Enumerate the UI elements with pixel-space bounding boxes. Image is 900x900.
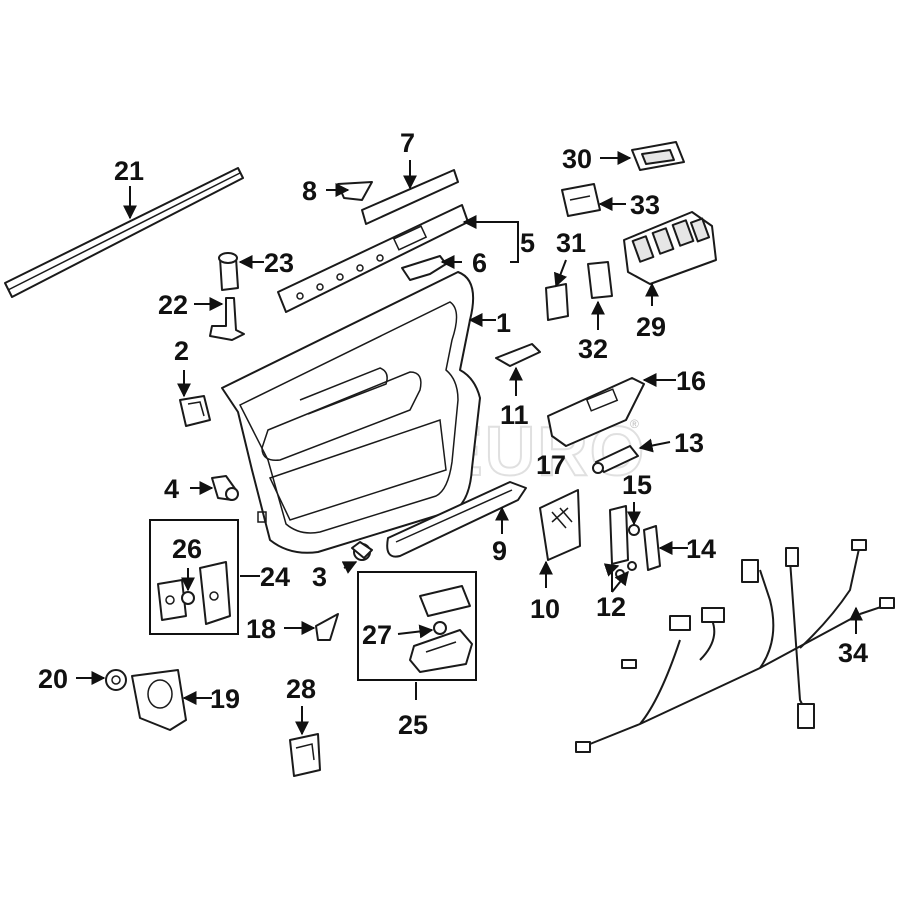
part-7-trim-strip[interactable] — [361, 169, 459, 225]
part-16-armrest-switch-panel[interactable] — [547, 377, 645, 447]
part-15-latch[interactable] — [628, 524, 640, 536]
callout-box-24 — [149, 519, 239, 635]
callout-7[interactable]: 7 — [400, 128, 415, 158]
part-10-speaker-grille[interactable] — [539, 489, 581, 561]
callout-8[interactable]: 8 — [302, 176, 317, 206]
part-24-door-handle-assembly[interactable] — [157, 561, 231, 625]
part-18-cover[interactable] — [315, 613, 339, 641]
callout-1[interactable]: 1 — [496, 308, 511, 338]
part-9-armrest-strip[interactable] — [386, 481, 527, 558]
part-1-door-panel[interactable] — [221, 271, 481, 554]
part-3-screw[interactable] — [351, 541, 373, 561]
callout-34[interactable]: 34 — [838, 638, 868, 668]
callout-14[interactable]: 14 — [686, 534, 716, 564]
part-21-window-seal[interactable] — [4, 167, 244, 298]
leader-lines — [76, 151, 863, 736]
callout-32[interactable]: 32 — [578, 334, 608, 364]
callout-28[interactable]: 28 — [286, 674, 316, 704]
part-20-grommet[interactable] — [105, 669, 127, 691]
callout-29[interactable]: 29 — [636, 312, 666, 342]
callout-18[interactable]: 18 — [246, 614, 276, 644]
callout-25[interactable]: 25 — [398, 710, 428, 740]
callout-31[interactable]: 31 — [556, 228, 586, 258]
part-29-window-switch-panel[interactable] — [623, 211, 717, 285]
callout-23[interactable]: 23 — [264, 248, 294, 278]
part-25-switch-housing[interactable] — [409, 585, 473, 673]
callout-24[interactable]: 24 — [260, 562, 290, 592]
part-4-clip[interactable] — [211, 475, 239, 501]
part-30-switch[interactable] — [631, 141, 685, 171]
part-28-switch[interactable] — [289, 733, 321, 777]
callout-12[interactable]: 12 — [596, 592, 626, 622]
callout-13[interactable]: 13 — [674, 428, 704, 458]
callout-16[interactable]: 16 — [676, 366, 706, 396]
callout-11[interactable]: 11 — [500, 400, 529, 430]
part-11-switch-bezel[interactable] — [495, 343, 541, 367]
part-14-trim-strip[interactable] — [643, 525, 661, 571]
part-27-clip[interactable] — [433, 621, 447, 635]
part-26-screw[interactable] — [181, 591, 195, 605]
watermark-registered-mark: ® — [630, 417, 639, 431]
callout-17[interactable]: 17 — [536, 450, 566, 480]
callout-9[interactable]: 9 — [492, 536, 507, 566]
part-31-switch[interactable] — [545, 283, 569, 321]
part-22-bracket[interactable] — [209, 297, 245, 341]
callout-20[interactable]: 20 — [38, 664, 68, 694]
callout-10[interactable]: 10 — [530, 594, 560, 624]
part-23-clip[interactable] — [218, 252, 239, 291]
callout-27[interactable]: 27 — [362, 620, 392, 650]
callout-33[interactable]: 33 — [630, 190, 660, 220]
part-33-switch[interactable] — [561, 183, 601, 217]
callout-2[interactable]: 2 — [174, 336, 189, 366]
part-32-switch[interactable] — [587, 261, 613, 299]
callout-box-25 — [357, 571, 477, 681]
callout-19[interactable]: 19 — [210, 684, 240, 714]
callout-labels: 1 2 3 4 5 6 7 8 9 10 11 12 13 14 15 16 1… — [38, 128, 868, 740]
callout-15[interactable]: 15 — [622, 470, 652, 500]
callout-3[interactable]: 3 — [312, 562, 327, 592]
callout-5[interactable]: 5 — [520, 228, 535, 258]
part-6-handle-bracket[interactable] — [401, 255, 447, 281]
callout-22[interactable]: 22 — [158, 290, 188, 320]
part-17-end-cap[interactable] — [592, 462, 604, 474]
part-19-mirror-cover[interactable] — [131, 669, 187, 731]
callout-4[interactable]: 4 — [164, 474, 179, 504]
part-34-wiring-harness[interactable] — [575, 539, 895, 753]
callout-6[interactable]: 6 — [472, 248, 487, 278]
part-2-clip[interactable] — [179, 395, 211, 427]
callout-26[interactable]: 26 — [172, 534, 202, 564]
callout-30[interactable]: 30 — [562, 144, 592, 174]
callout-21[interactable]: 21 — [114, 156, 144, 186]
